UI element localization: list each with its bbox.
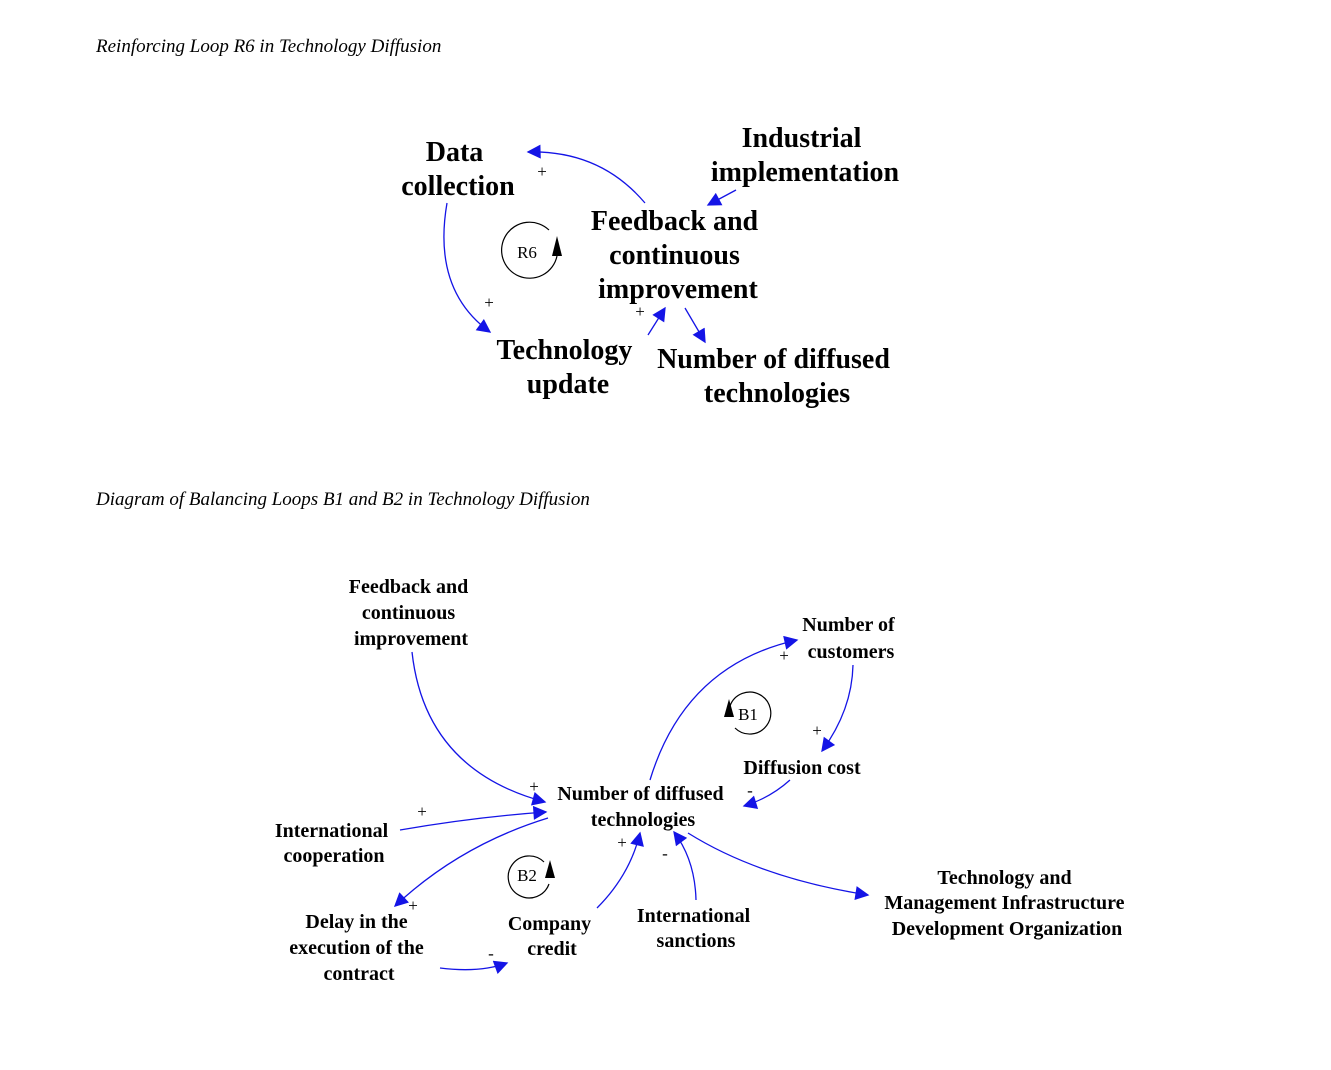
polarity-sanctions-to-diffused: -: [662, 844, 668, 863]
svg-text:B2: B2: [517, 866, 537, 885]
node-delay-in-execution-of-contract: Delay in the execution of the contract: [289, 911, 428, 985]
arrow-diffused-to-organization: [687, 832, 870, 900]
node-international-sanctions: International sanctions: [637, 905, 755, 952]
arrow-sanctions-to-diffused: [673, 830, 697, 901]
loop-indicator-r6: R6: [501, 221, 562, 279]
node-diffusion-cost: Diffusion cost: [743, 757, 861, 779]
arrow-diffused-to-delay: [393, 817, 549, 907]
polarity-cooperation-to-diffused: +: [417, 802, 427, 821]
polarity-customers-to-cost: +: [812, 721, 822, 740]
arrow-technology-update-to-feedback: [647, 306, 666, 336]
polarity-update-to-feedback: +: [635, 302, 645, 321]
polarity-delay-to-credit: -: [488, 944, 494, 963]
arrow-customers-to-diffusion-cost: [821, 664, 854, 753]
diagram-r6: Data collection Industrial implementatio…: [401, 123, 899, 409]
polarity-feedback-to-data: +: [537, 162, 547, 181]
svg-text:R6: R6: [517, 243, 537, 262]
arrow-industrial-implementation-to-feedback: [706, 189, 737, 206]
loop-indicator-b2: B2: [507, 855, 555, 899]
polarity-data-to-update: +: [484, 293, 494, 312]
arrow-cooperation-to-diffused: [399, 805, 548, 831]
polarity-diffused-to-delay: +: [408, 896, 418, 915]
node-number-of-diffused-technologies-2: Number of diffused technologies: [557, 783, 728, 831]
arrow-feedback-to-diffused-2: [411, 651, 547, 806]
arrow-data-collection-to-technology-update: [443, 202, 492, 333]
svg-text:B1: B1: [738, 705, 758, 724]
polarity-credit-to-diffused: +: [617, 833, 627, 852]
caption-reinforcing-loop-r6: Reinforcing Loop R6 in Technology Diffus…: [96, 36, 442, 57]
arrow-feedback-to-data-collection: [526, 144, 646, 204]
arrow-credit-to-diffused: [596, 831, 644, 909]
polarity-diffused-to-customers: +: [779, 646, 789, 665]
node-industrial-implementation: Industrial implementation: [711, 123, 900, 188]
arrow-delay-to-credit: [439, 960, 509, 974]
arrow-diffusion-cost-to-diffused: [742, 779, 791, 809]
node-feedback-and-continuous-improvement-2: Feedback and continuous improvement: [349, 576, 473, 650]
node-international-cooperation: International cooperation: [275, 820, 393, 867]
node-company-credit: Company credit: [508, 913, 596, 960]
diagram-b1-b2: Feedback and continuous improvement Numb…: [275, 576, 1129, 985]
node-number-of-diffused-technologies: Number of diffused technologies: [657, 344, 897, 409]
node-technology-management-infrastructure-org: Technology and Management Infrastructure…: [884, 867, 1129, 940]
node-feedback-and-continuous-improvement: Feedback and continuous improvement: [591, 206, 765, 305]
arrow-feedback-to-diffused: [684, 307, 706, 344]
polarity-cost-to-diffused: -: [747, 781, 753, 800]
polarity-feedback-to-diffused: +: [529, 777, 539, 796]
node-data-collection: Data collection: [401, 137, 515, 202]
loop-indicator-b1: B1: [724, 691, 772, 735]
caption-balancing-loops-b1-b2: Diagram of Balancing Loops B1 and B2 in …: [96, 489, 590, 510]
node-number-of-customers: Number of customers: [802, 614, 899, 663]
arrow-diffused-to-customers: [649, 635, 799, 781]
node-technology-update: Technology update: [497, 335, 640, 400]
